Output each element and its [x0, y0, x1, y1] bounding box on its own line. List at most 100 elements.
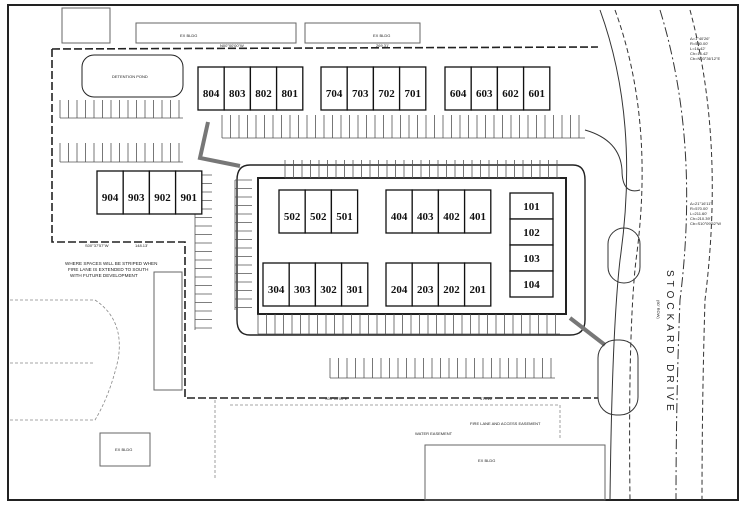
bearing-north: N00°00'00"W [220, 43, 244, 48]
unit-number: 402 [443, 211, 460, 223]
building-unit-301: 301 [340, 262, 369, 307]
bearing-left: S00°37'57"W [85, 243, 109, 248]
existing-buildings [61, 7, 606, 501]
water-easement-label: WATER EASEMENT [415, 431, 453, 436]
building-unit-802: 802 [249, 66, 278, 111]
adjacent-site [10, 299, 561, 480]
unit-number: 204 [391, 284, 408, 296]
dist-bottom: 474.22' [480, 396, 493, 401]
building-unit-404: 404 [385, 189, 413, 234]
building-unit-204: 204 [385, 262, 413, 307]
ex-bldg-label: EX BLDG [180, 33, 197, 38]
curve2-line: Cb=S10°09'52"W [690, 221, 721, 226]
unit-number: 501 [336, 211, 353, 223]
unit-number: 102 [523, 227, 540, 239]
building-unit-303: 303 [288, 262, 317, 307]
curve2-line: Δ=21°16'11" [690, 201, 712, 206]
building-unit-702: 702 [372, 66, 401, 111]
building-unit-302: 302 [314, 262, 343, 307]
unit-number: 802 [255, 88, 272, 100]
building-unit-704: 704 [320, 66, 348, 111]
building-unit-401: 401 [463, 189, 492, 234]
unit-number: 201 [469, 284, 486, 296]
unit-number: 604 [450, 88, 467, 100]
curve1-line: R=530.00' [690, 41, 708, 46]
building-unit-202: 202 [437, 262, 466, 307]
building-unit-104: 104 [509, 270, 554, 298]
curve2-line: L=211.60' [690, 211, 707, 216]
building-unit-603: 603 [470, 66, 499, 111]
curve-data-1: Δ=1°40'26"R=530.00'L=16.42'Ch=16.42'Cb=N… [690, 36, 720, 61]
building-unit-901: 901 [174, 170, 203, 215]
curve1-line: L=16.42' [690, 46, 706, 51]
ex-bldg-label-2: EX BLDG [373, 33, 390, 38]
building-unit-402: 402 [437, 189, 466, 234]
unit-number: 902 [154, 192, 171, 204]
striping-note-line-1: WHERE SPACES WILL BE STRIPED WHEN [65, 261, 157, 266]
building-unit-103: 103 [509, 244, 554, 272]
building-unit-903: 903 [122, 170, 151, 215]
building-unit-803: 803 [223, 66, 252, 111]
unit-number: 403 [417, 211, 434, 223]
street-row: (60' ROW) [656, 300, 661, 319]
unit-number: 401 [469, 211, 486, 223]
dist-left: 148.13' [135, 243, 148, 248]
unit-number: 301 [346, 284, 363, 296]
sidewalks [197, 121, 607, 347]
unit-number: 304 [268, 284, 285, 296]
ex-bldg-label-3: EX BLDG [115, 447, 132, 452]
curve1-line: Cb=N03°36'12"E [690, 56, 720, 61]
unit-number: 103 [523, 253, 540, 265]
detention-pond-label: DETENTION POND [112, 74, 148, 79]
parking-stalls [59, 100, 585, 379]
street-name: STOCKARD DRIVE [664, 270, 675, 415]
unit-number: 203 [417, 284, 434, 296]
curve-data-2: Δ=21°16'11"R=570.00'L=211.60'Ch=210.39'C… [690, 201, 721, 226]
building-unit-304: 304 [262, 262, 290, 307]
unit-number: 602 [502, 88, 519, 100]
building-unit-804: 804 [197, 66, 225, 111]
fire-lane-easement-label: FIRE LANE AND ACCESS EASEMENT [470, 421, 541, 426]
unit-number: 303 [294, 284, 311, 296]
unit-number: 601 [528, 88, 545, 100]
building-unit-502: 502 [304, 189, 333, 234]
unit-number: 603 [476, 88, 493, 100]
curve1-line: Δ=1°40'26" [690, 36, 710, 41]
ex-bldg-label-4: EX BLDG [478, 458, 495, 463]
dist-top: 269.31' [376, 43, 389, 48]
curve2-line: Ch=210.39' [690, 216, 711, 221]
unit-number: 904 [102, 192, 119, 204]
unit-number: 104 [523, 279, 540, 291]
building-unit-502: 502 [278, 189, 306, 234]
unit-number: 803 [229, 88, 246, 100]
stockard-drive-edges [584, 9, 713, 501]
unit-number: 101 [523, 201, 540, 213]
building-unit-501: 501 [330, 189, 359, 234]
unit-number: 702 [378, 88, 395, 100]
curve2-line: R=570.00' [690, 206, 708, 211]
building-unit-203: 203 [411, 262, 440, 307]
unit-number: 404 [391, 211, 408, 223]
unit-number: 903 [128, 192, 145, 204]
property-line [51, 46, 599, 399]
unit-number: 901 [180, 192, 197, 204]
unit-number: 302 [320, 284, 337, 296]
building-unit-601: 601 [522, 66, 551, 111]
building-unit-602: 602 [496, 66, 525, 111]
unit-number: 701 [404, 88, 421, 100]
unit-number: 502 [310, 211, 327, 223]
detention-pond [81, 54, 184, 98]
building-unit-102: 102 [509, 218, 554, 246]
building-unit-604: 604 [444, 66, 472, 111]
bearing-south: S00°00'00"E [325, 396, 348, 401]
unit-number: 804 [203, 88, 220, 100]
unit-number: 801 [281, 88, 298, 100]
buildings: 804 803 802 801 704 703 702 701 604 603 602 601 904 9… [96, 66, 554, 307]
building-unit-801: 801 [275, 66, 304, 111]
unit-number: 704 [326, 88, 343, 100]
building-unit-902: 902 [148, 170, 177, 215]
striping-note-line-3: WITH FUTURE DEVELOPMENT [70, 273, 138, 278]
building-unit-101: 101 [509, 192, 554, 220]
unit-number: 703 [352, 88, 369, 100]
